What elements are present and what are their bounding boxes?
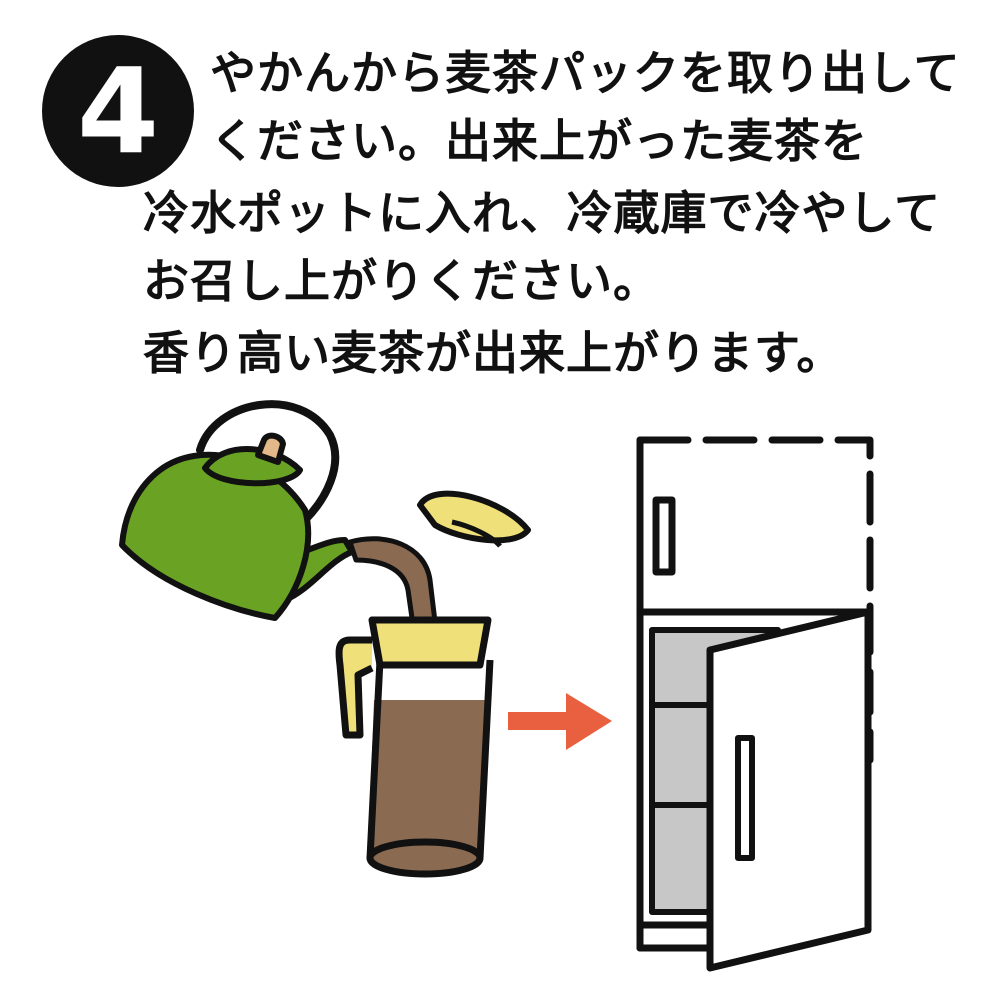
instruction-line-4: お召し上がりください。 [143,254,660,308]
refrigerator-icon [636,436,874,972]
instruction-line-3: 冷水ポットに入れ、冷蔵庫で冷やして [143,186,942,240]
instruction-line-5: 香り高い麦茶が出来上がります。 [143,326,844,380]
kettle-icon [119,400,355,621]
step-number-badge: 4 [42,35,194,187]
instruction-line-1: やかんから麦茶パックを取り出して [210,46,961,100]
pitcher-lid-icon [417,490,531,548]
pitcher-icon [335,616,494,878]
step-number: 4 [76,42,160,180]
arrow-right-icon [508,693,612,750]
instruction-line-2: ください。出来上がった麦茶を [210,114,868,168]
